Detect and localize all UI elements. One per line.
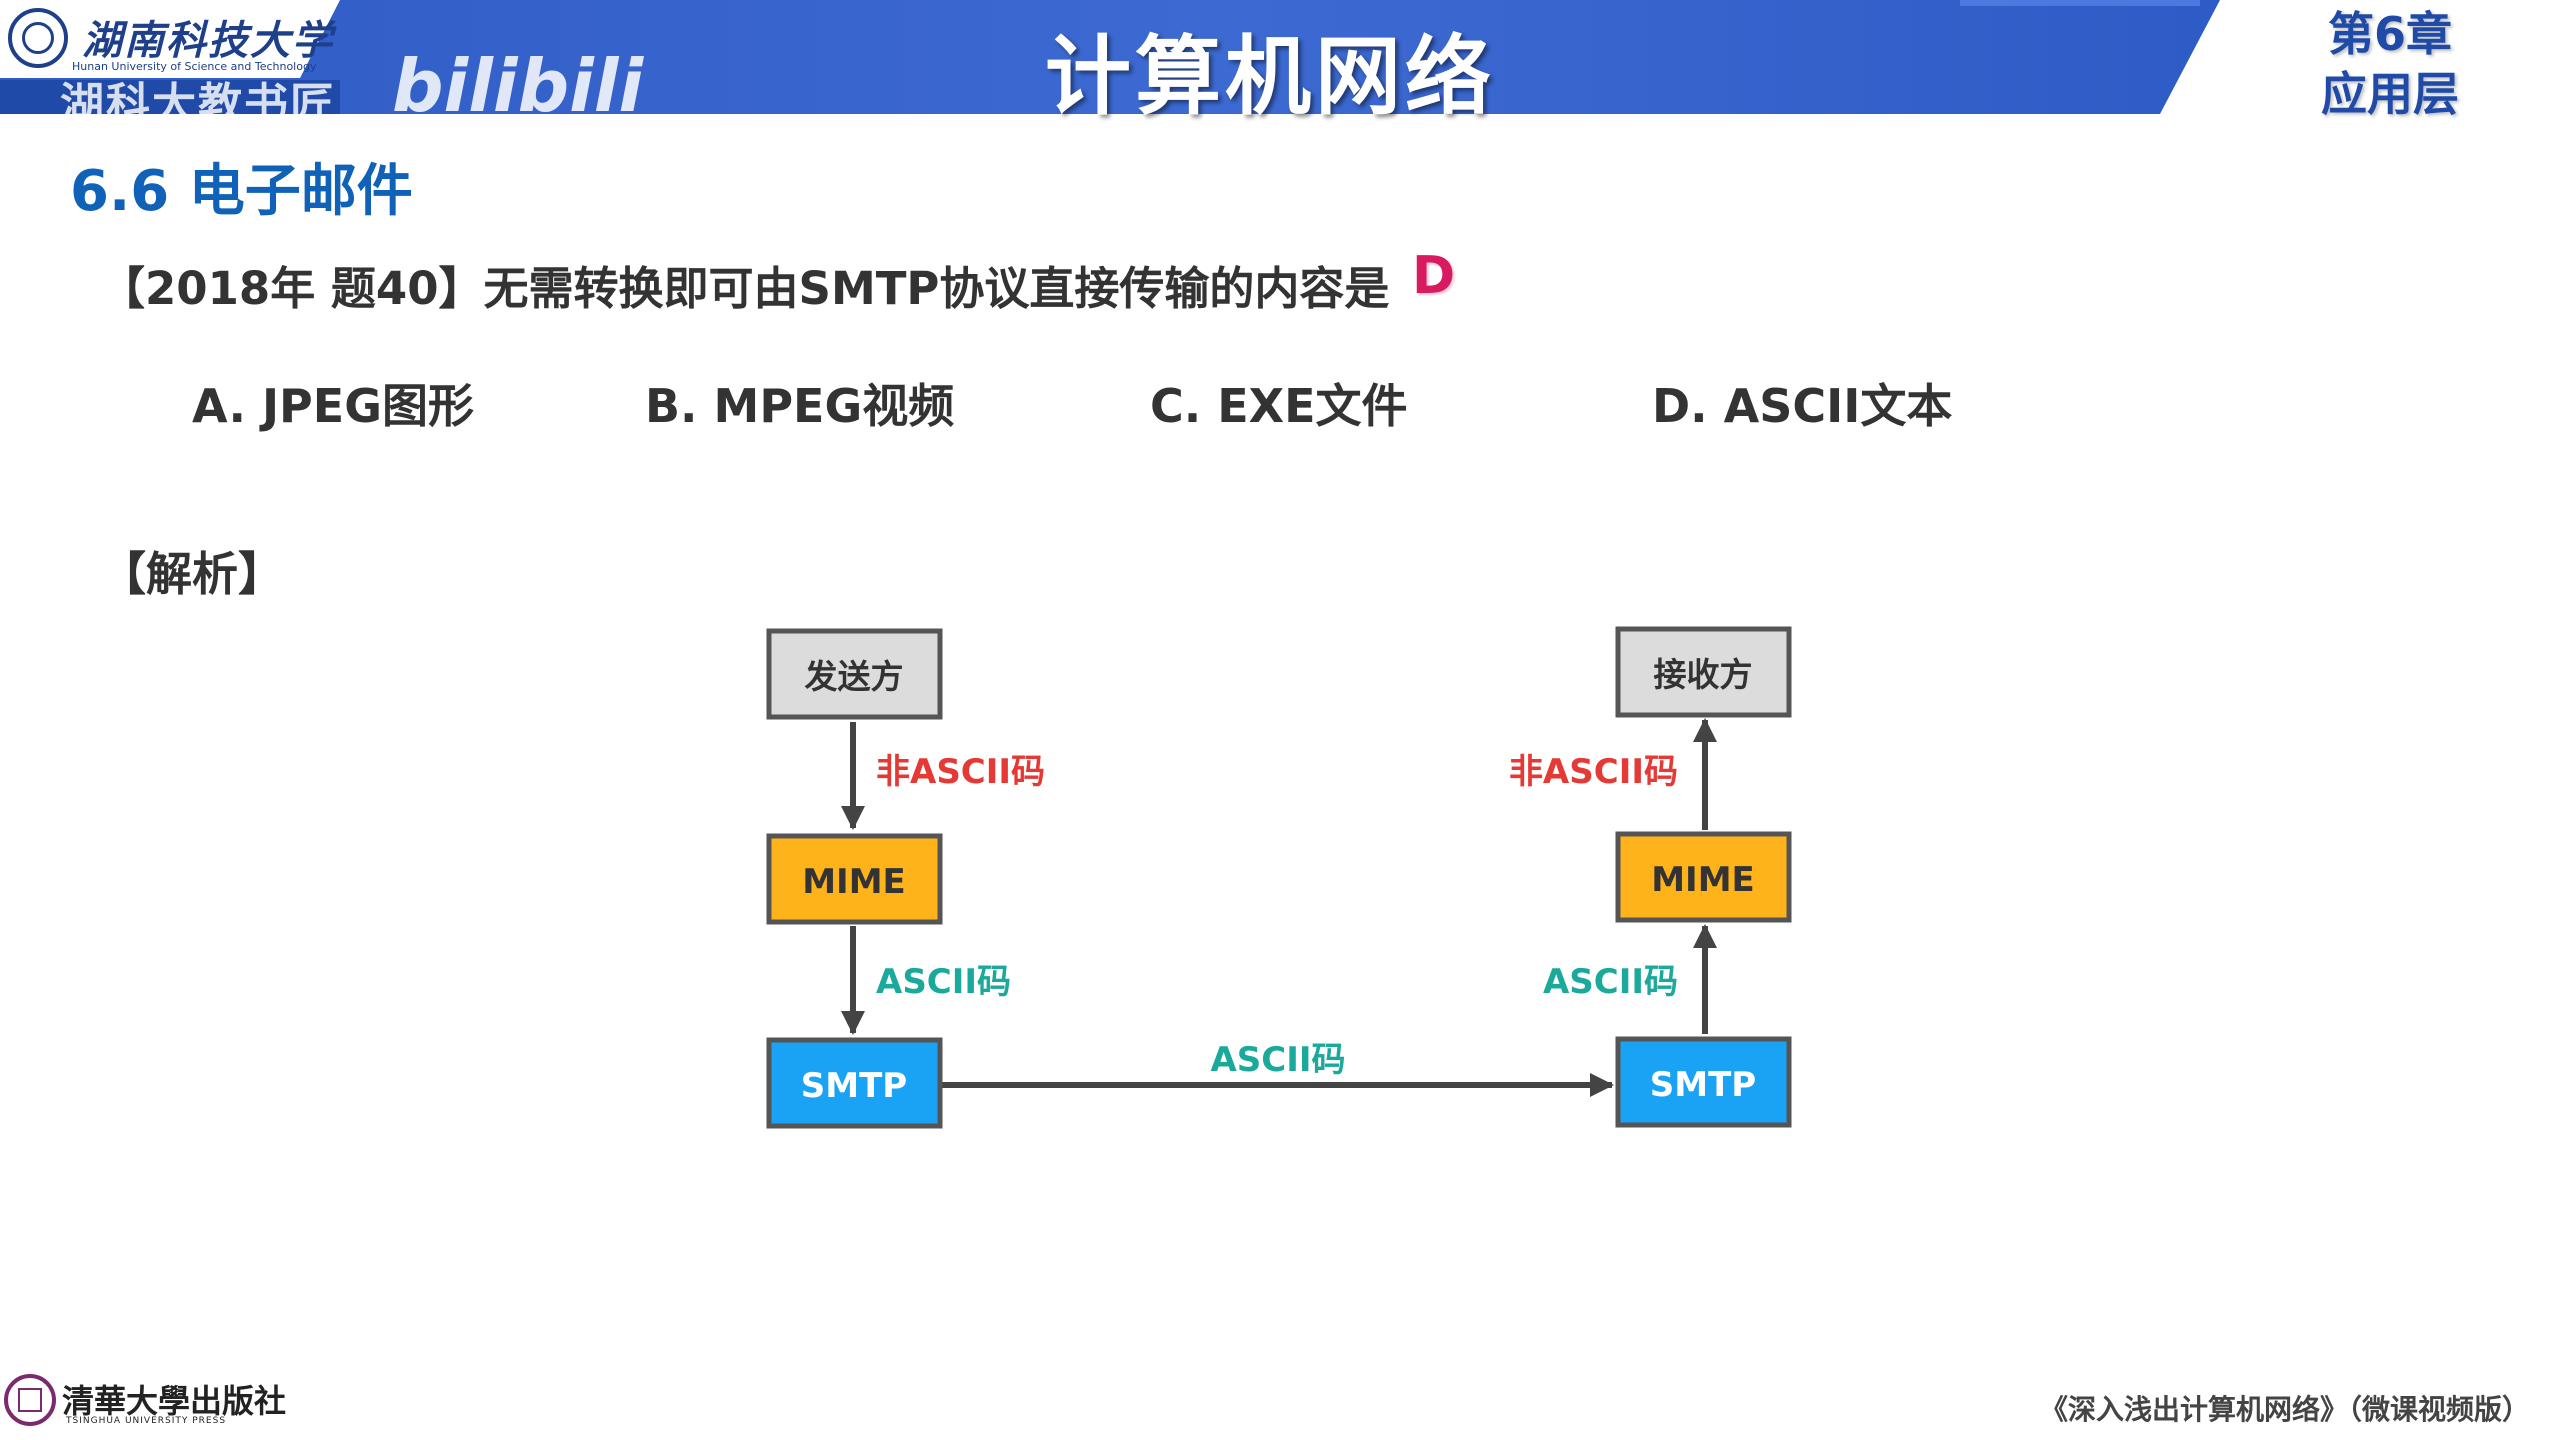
mime-box-left: MIME (766, 833, 943, 925)
chapter-label: 第6章 应用层 (2300, 4, 2480, 124)
label-ascii-left: ASCII码 (876, 962, 1011, 1002)
watermark-channel-name: 湖科大教书匠 (60, 79, 336, 130)
question-text: 【2018年 题40】无需转换即可由SMTP协议直接传输的内容是 (100, 262, 1390, 315)
sender-label: 发送方 (805, 657, 904, 696)
logo-bar (0, 80, 340, 114)
option-c: C. EXE文件 (1150, 379, 1408, 433)
option-a: A. JPEG图形 (192, 379, 474, 433)
publisher-seal-icon (4, 1374, 56, 1426)
mime-box-right: MIME (1615, 831, 1792, 923)
label-non-ascii-left: 非ASCII码 (876, 752, 1045, 792)
receiver-label: 接收方 (1654, 655, 1753, 694)
smtp-box-right: SMTP (1615, 1036, 1792, 1128)
option-b: B. MPEG视频 (645, 379, 955, 433)
university-seal-icon (8, 8, 68, 68)
analysis-label: 【解析】 (100, 547, 284, 601)
publisher-name: 清華大學出版社 (62, 1382, 287, 1420)
label-ascii-right: ASCII码 (1543, 962, 1678, 1002)
chapter-name: 应用层 (2321, 67, 2459, 121)
answer-letter: D (1412, 246, 1456, 306)
banner-strip (1960, 0, 2200, 6)
header-banner (0, 0, 2220, 114)
university-name: 湖南科技大学 (82, 17, 334, 64)
university-english-name: Hunan University of Science and Technolo… (72, 60, 317, 73)
chapter-number: 第6章 (2327, 7, 2452, 61)
smtp-box-left: SMTP (766, 1037, 943, 1129)
mime-label-right: MIME (1651, 860, 1755, 900)
book-title: 《深入浅出计算机网络》（微课视频版） (2039, 1393, 2530, 1426)
sender-box: 发送方 (766, 628, 943, 720)
publisher-english-name: TSINGHUA UNIVERSITY PRESS (66, 1416, 227, 1426)
bilibili-watermark: bilibili (392, 44, 644, 128)
smtp-label-left: SMTP (801, 1066, 907, 1106)
mime-label-left: MIME (802, 862, 906, 902)
course-title: 计算机网络 (1045, 27, 1495, 127)
receiver-box: 接收方 (1615, 626, 1792, 718)
section-title: 6.6 电子邮件 (70, 159, 413, 224)
label-ascii-middle: ASCII码 (1210, 1040, 1345, 1080)
smtp-label-right: SMTP (1650, 1065, 1756, 1105)
label-non-ascii-right: 非ASCII码 (1509, 752, 1678, 792)
option-d: D. ASCII文本 (1652, 379, 1953, 433)
